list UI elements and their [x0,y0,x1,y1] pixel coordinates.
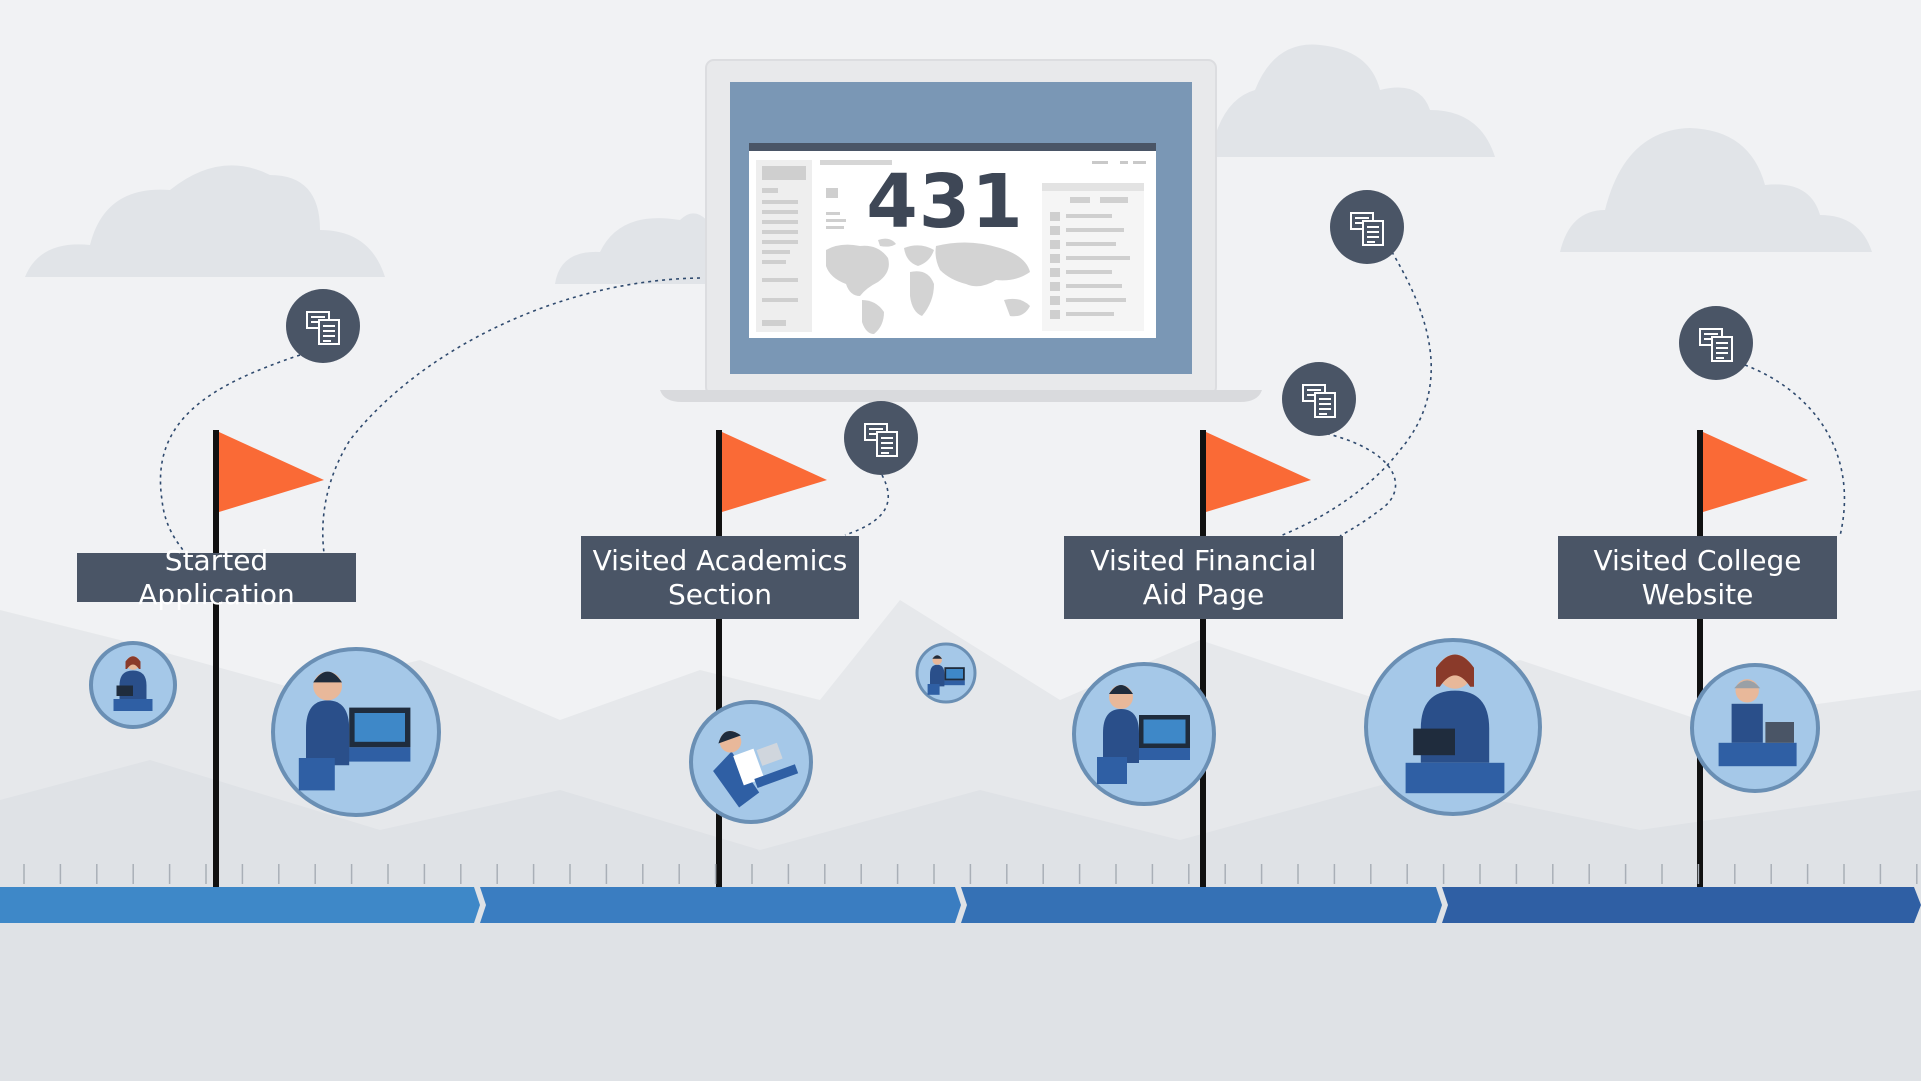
flag-icon [716,430,827,888]
avatar [1072,662,1216,806]
timeline-segment-2 [480,887,961,923]
avatar [1690,663,1820,793]
cloud-icon [1210,44,1495,157]
milestone-label-started-application: Started Application [77,544,356,611]
document-form-icon [1282,362,1356,436]
flag-icon [213,430,324,888]
avatar [271,647,441,817]
cloud-icon [1560,128,1872,252]
visitor-count: 431 [866,159,1024,245]
document-form-icon [1330,190,1404,264]
avatar [89,641,177,729]
avatar [915,642,977,704]
document-form-icon [286,289,360,363]
milestone-label-visited-financial-aid: Visited Financial Aid Page [1064,536,1343,619]
timeline-segment-1 [0,887,480,923]
document-form-icon [1679,306,1753,380]
timeline-bar [0,887,1921,923]
avatar [1364,638,1542,816]
milestone-label-visited-academics: Visited Academics Section [581,536,859,619]
connector-paths [159,251,1846,554]
timeline-segment-3 [961,887,1442,923]
cloud-icon [25,165,385,277]
laptop-icon [660,59,1262,402]
flag-icon [1697,430,1808,888]
world-map-icon [826,238,1030,334]
timeline-ticks [23,864,1918,884]
flag-icon [1200,430,1311,888]
timeline-segment-4 [1442,887,1921,923]
avatar [689,700,813,824]
milestone-label-visited-college-website: Visited College Website [1558,536,1837,619]
document-form-icon [844,401,918,475]
cloud-icon [555,213,720,284]
